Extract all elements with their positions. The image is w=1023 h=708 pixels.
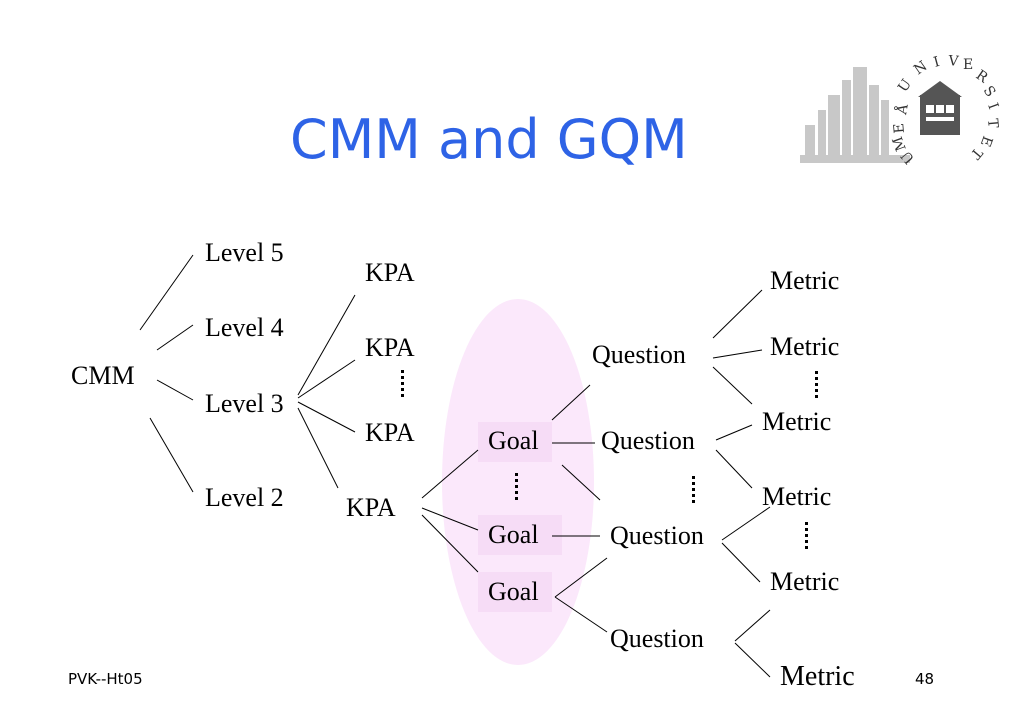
node-kpa-3: KPA xyxy=(365,418,415,447)
svg-text:U: U xyxy=(895,76,915,95)
node-question-3: Question xyxy=(610,521,704,550)
svg-text:E: E xyxy=(963,57,973,73)
ellipsis-metric-2 xyxy=(805,522,809,552)
goal-box-3 xyxy=(478,572,552,612)
node-level-2: Level 2 xyxy=(205,483,284,512)
node-question-2: Question xyxy=(601,426,695,455)
svg-text:I: I xyxy=(932,55,941,71)
goal-box-2 xyxy=(478,515,562,555)
university-seal-icon: U N I V E R S I T E T Å E M U xyxy=(800,55,1000,167)
node-cmm: CMM xyxy=(71,361,135,390)
node-kpa-4: KPA xyxy=(346,493,396,522)
slide-title: CMM and GQM xyxy=(290,108,688,171)
svg-text:T: T xyxy=(967,144,986,162)
ellipsis-question xyxy=(692,476,696,506)
svg-text:M: M xyxy=(890,134,910,153)
node-level-4: Level 4 xyxy=(205,313,284,342)
node-metric-6: Metric xyxy=(780,661,855,692)
node-question-4: Question xyxy=(610,624,704,653)
ellipsis-kpa xyxy=(401,370,405,400)
goal-box-1 xyxy=(478,422,552,462)
node-metric-2: Metric xyxy=(770,332,840,361)
svg-text:E: E xyxy=(977,134,996,149)
node-goal-3: Goal xyxy=(488,577,539,606)
node-question-1: Question xyxy=(592,340,686,369)
node-kpa-1: KPA xyxy=(365,258,415,287)
svg-text:S: S xyxy=(980,83,999,100)
node-metric-4: Metric xyxy=(762,482,832,511)
node-level-5: Level 5 xyxy=(205,238,284,267)
svg-text:Å: Å xyxy=(892,102,912,117)
svg-text:V: V xyxy=(947,55,960,70)
node-goal-2: Goal xyxy=(488,520,539,549)
svg-text:T: T xyxy=(984,118,1000,129)
footer-label: PVK--Ht05 xyxy=(68,670,143,688)
page-number: 48 xyxy=(915,670,935,688)
node-metric-5: Metric xyxy=(770,567,840,596)
ellipsis-metric-1 xyxy=(815,371,819,401)
node-goal-1: Goal xyxy=(488,426,539,455)
node-kpa-2: KPA xyxy=(365,333,415,362)
svg-text:E: E xyxy=(891,122,908,134)
svg-text:I: I xyxy=(984,101,1000,112)
svg-text:R: R xyxy=(973,67,991,86)
node-level-3: Level 3 xyxy=(205,389,284,418)
ellipsis-goal xyxy=(515,473,519,503)
node-metric-1: Metric xyxy=(770,266,840,295)
node-metric-3: Metric xyxy=(762,407,832,436)
university-logo: U N I V E R S I T E T Å E M U xyxy=(800,55,1000,170)
svg-text:N: N xyxy=(911,58,930,78)
